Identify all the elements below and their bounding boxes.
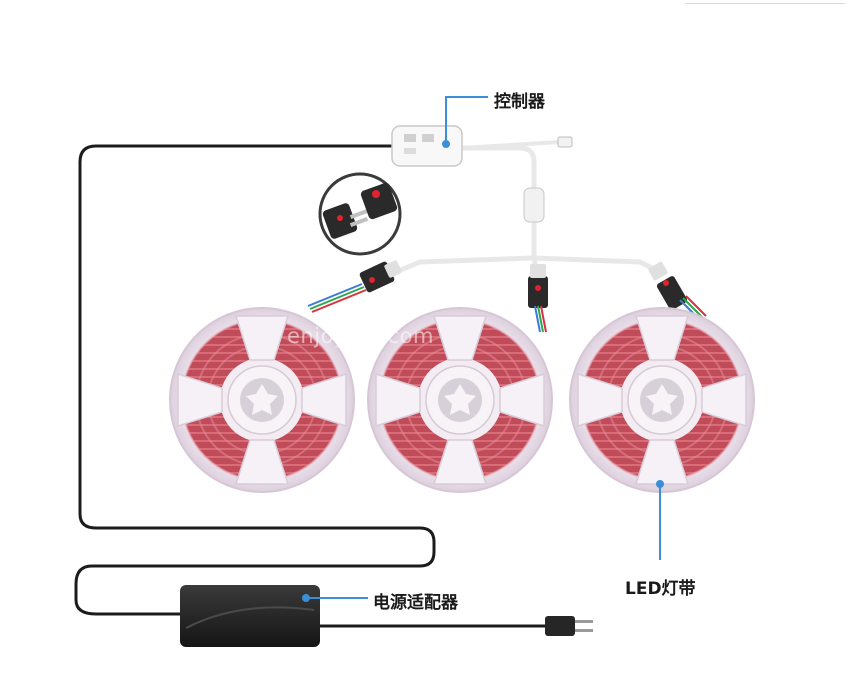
power-adapter bbox=[180, 585, 320, 647]
controller-output-cable bbox=[462, 145, 537, 252]
callout-adapter bbox=[302, 594, 368, 602]
rgb-wires bbox=[307, 283, 707, 333]
connector-middle bbox=[528, 264, 548, 308]
dc-jack bbox=[557, 136, 573, 148]
power-plug bbox=[545, 616, 593, 636]
callout-controller bbox=[442, 96, 488, 148]
controller-label: 控制器 bbox=[494, 92, 545, 112]
connector-inset bbox=[318, 172, 402, 256]
connector-left bbox=[359, 260, 402, 293]
connector-right bbox=[648, 261, 688, 310]
led-strip-reel-right bbox=[569, 307, 755, 493]
callout-led-strip bbox=[656, 480, 664, 560]
controller bbox=[391, 125, 463, 167]
watermark-text: enjoyled.com bbox=[287, 324, 434, 348]
power-adapter-label: 电源适配器 bbox=[373, 593, 458, 613]
power-cable bbox=[74, 144, 436, 616]
top-border-fragment bbox=[685, 0, 845, 4]
led-strip-label: LED灯带 bbox=[625, 579, 696, 599]
splitter bbox=[523, 187, 545, 223]
